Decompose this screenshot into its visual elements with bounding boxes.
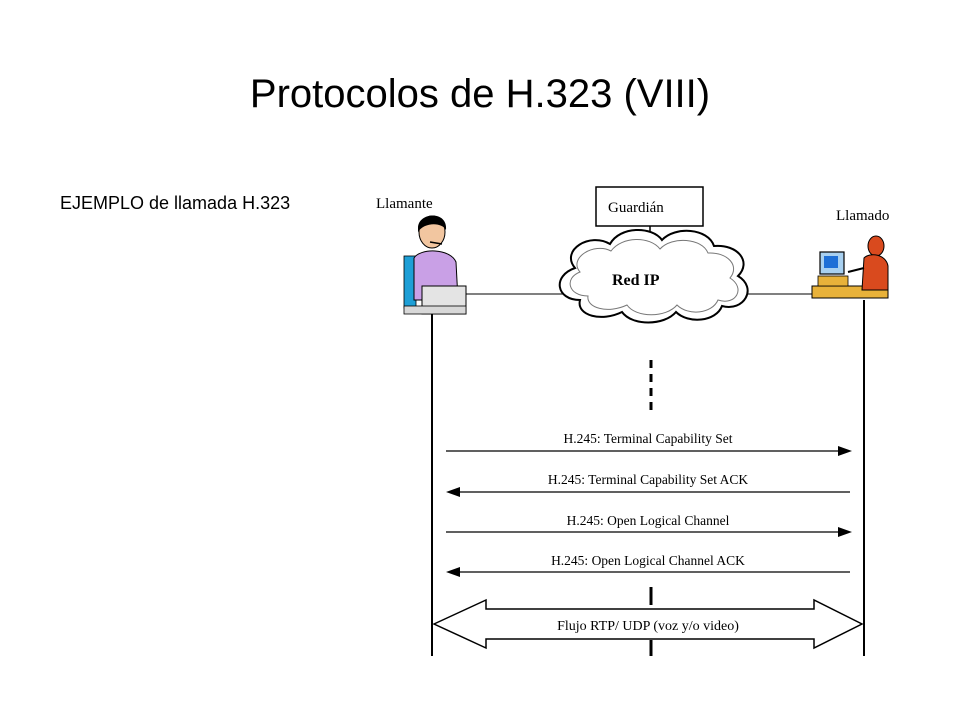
network-label: Red IP [612, 272, 660, 289]
callee-label: Llamado [836, 208, 889, 224]
caller-label: Llamante [376, 196, 433, 212]
slide-title: Protocolos de H.323 (VIII) [249, 72, 711, 116]
gatekeeper-label: Guardián [608, 200, 664, 216]
media-flow-label: Flujo RTP/ UDP (voz y/o video) [557, 619, 739, 634]
message-3: H.245: Open Logical Channel [446, 513, 852, 537]
message-1: H.245: Terminal Capability Set [446, 431, 852, 456]
message-4: H.245: Open Logical Channel ACK [446, 553, 850, 577]
media-flow-arrow: Flujo RTP/ UDP (voz y/o video) [432, 598, 864, 650]
gatekeeper-node: Guardián [595, 186, 704, 244]
message-label: H.245: Open Logical Channel [567, 513, 730, 528]
message-label: H.245: Open Logical Channel ACK [551, 553, 745, 568]
ip-network-cloud: Red IP [558, 228, 749, 324]
slide-subtitle: EJEMPLO de llamada H.323 [60, 193, 291, 213]
callee-figure: Llamado [811, 208, 889, 299]
message-2: H.245: Terminal Capability Set ACK [446, 472, 850, 497]
caller-figure: Llamante [376, 196, 467, 315]
message-label: H.245: Terminal Capability Set [563, 431, 732, 446]
message-label: H.245: Terminal Capability Set ACK [548, 472, 748, 487]
